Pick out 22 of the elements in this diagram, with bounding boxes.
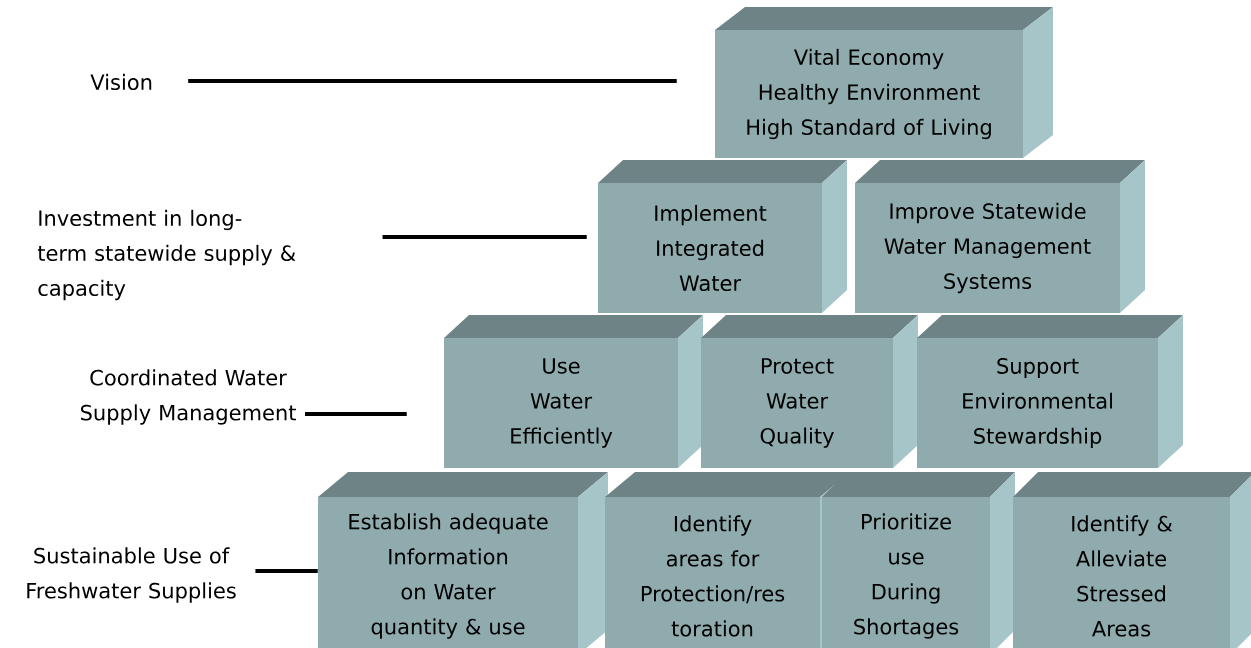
block: Identify & Alleviate Stressed Areas [1013, 472, 1251, 648]
block: Support Environmental Stewardship [917, 315, 1183, 468]
node-label: Prioritize use During Shortages [854, 513, 959, 639]
block: Implement Integrated Water [598, 160, 847, 313]
connector-line [188, 79, 677, 83]
node-label: Establish adequate Information on Water quantity & use [349, 513, 548, 639]
block: Establish adequate Information on Water quantity & use [318, 472, 608, 648]
connector-line [305, 412, 407, 416]
node-label: Use Water Efficiently [511, 358, 613, 448]
connector-line [382, 235, 587, 239]
block: Prioritize use During Shortages [822, 472, 1015, 648]
level-label: Vision [90, 73, 152, 91]
level-label: Coordinated Water Supply Management [80, 369, 296, 425]
block: Protect Water Quality [701, 315, 918, 468]
block: Vital Economy Healthy Environment High Standard of Living [715, 7, 1053, 158]
block: Improve Statewide Water Management Systems [855, 160, 1145, 313]
connector-line [255, 569, 318, 573]
level-label: Sustainable Use of Freshwater Supplies [27, 547, 236, 603]
node-label: Identify areas for Protection/res toration [641, 515, 785, 637]
level-label: Investment in long-term statewide supply & capacity [37, 209, 296, 301]
block: Use Water Efficiently [444, 315, 703, 468]
block: Identify areas for Protection/res toration [605, 472, 850, 648]
